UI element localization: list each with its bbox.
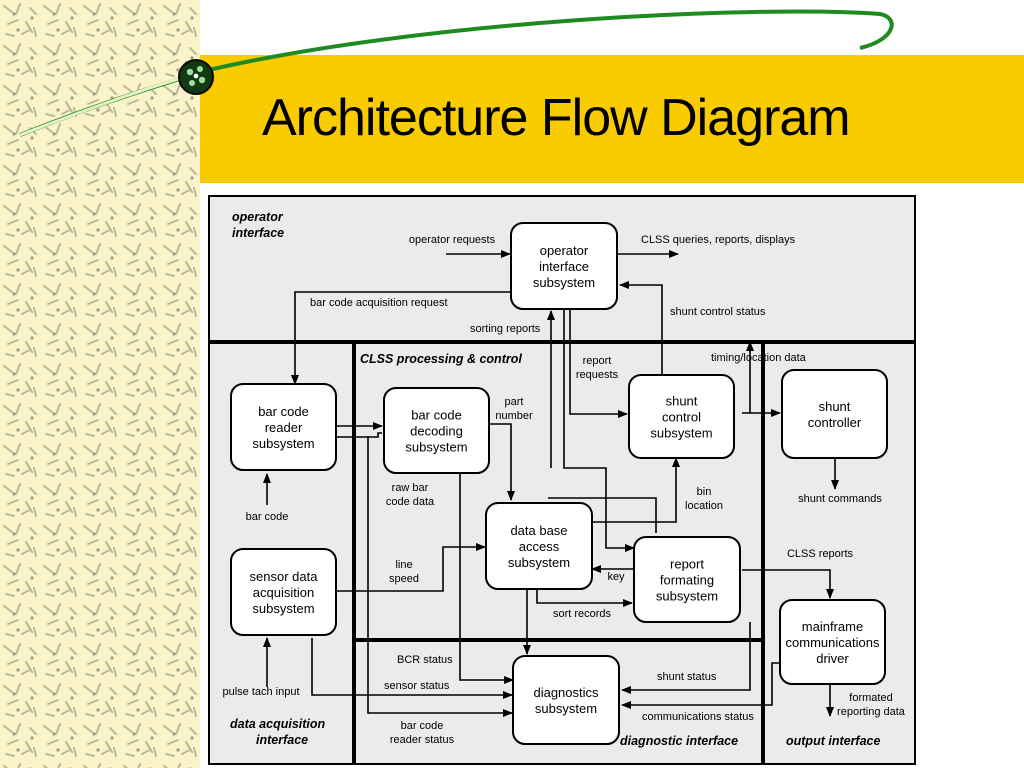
box-label: shunt xyxy=(819,399,851,414)
flow-label-bin-location-2: location xyxy=(685,500,723,512)
flow-label-operator-requests: operator requests xyxy=(409,234,496,246)
flow-label-key: key xyxy=(607,571,625,583)
flow-label-pulse-tach: pulse tach input xyxy=(222,686,299,698)
box-label: access xyxy=(519,539,560,554)
box-label: communications xyxy=(786,635,880,650)
box-label: controller xyxy=(808,415,862,430)
region-label-data-acq-line1: data acquisition xyxy=(230,717,326,731)
flow-label-report-requests-2: requests xyxy=(576,369,619,381)
flow-label-shunt-status: shunt status xyxy=(657,671,717,683)
slide-title: Architecture Flow Diagram xyxy=(262,89,851,147)
flow-label-shunt-control-status: shunt control status xyxy=(670,306,766,318)
box-label: subsystem xyxy=(535,701,597,716)
flow-label-line-speed-2: speed xyxy=(389,573,419,585)
globe-icon xyxy=(178,59,214,95)
flow-label-formated-2: reporting data xyxy=(837,706,906,718)
flow-label-bar-code-acquisition-request: bar code acquisition request xyxy=(310,297,448,309)
box-label: sensor data xyxy=(250,569,319,584)
flow-label-bcr-status-2b: reader status xyxy=(390,734,455,746)
flow-label-communications-status: communications status xyxy=(642,711,754,723)
flow-label-bar-code: bar code xyxy=(246,511,289,523)
box-label: subsystem xyxy=(405,440,467,455)
box-label: reader xyxy=(265,420,303,435)
flow-label-timing-location: timing/location data xyxy=(711,352,807,364)
title-band xyxy=(200,55,1024,183)
region-label-processing: CLSS processing & control xyxy=(360,352,522,366)
flow-label-part-number-1: part xyxy=(505,396,524,408)
flow-label-clss-reports: CLSS reports xyxy=(787,548,854,560)
box-label: formating xyxy=(660,573,714,588)
box-label: mainframe xyxy=(802,619,863,634)
box-label: bar code xyxy=(258,404,309,419)
flow-label-part-number-2: number xyxy=(495,410,533,422)
box-label: subsystem xyxy=(656,589,718,604)
flow-label-clss-queries: CLSS queries, reports, displays xyxy=(641,234,796,246)
box-label: decoding xyxy=(410,424,463,439)
flow-label-shunt-commands: shunt commands xyxy=(798,493,882,505)
box-label: interface xyxy=(539,259,589,274)
flow-label-raw-bar-1: raw bar xyxy=(392,482,429,494)
connectors xyxy=(263,250,839,717)
box-label: subsystem xyxy=(533,275,595,290)
flow-label-sorting-reports: sorting reports xyxy=(470,323,541,335)
flow-label-sensor-status: sensor status xyxy=(384,680,450,692)
box-label: subsystem xyxy=(252,601,314,616)
region-label-output: output interface xyxy=(786,734,880,748)
flow-label-raw-bar-2: code data xyxy=(386,496,435,508)
flow-label-line-speed-1: line xyxy=(395,559,412,571)
box-label: data base xyxy=(510,523,567,538)
flow-label-formated-1: formated xyxy=(849,692,892,704)
box-label: driver xyxy=(816,651,849,666)
box-label: subsystem xyxy=(252,436,314,451)
flow-label-report-requests-1: report xyxy=(583,355,612,367)
box-label: bar code xyxy=(411,408,462,423)
box-label: control xyxy=(662,410,701,425)
region-label-diagnostic: diagnostic interface xyxy=(620,734,738,748)
box-label: acquisition xyxy=(253,585,314,600)
region-label-operator-line2: interface xyxy=(232,226,284,240)
box-label: report xyxy=(670,557,704,572)
region-label-data-acq-line2: interface xyxy=(256,733,308,747)
box-label: shunt xyxy=(666,394,698,409)
box-label: diagnostics xyxy=(533,685,599,700)
swoosh-decoration xyxy=(19,9,894,137)
flow-label-bin-location-1: bin xyxy=(697,486,712,498)
flow-label-bcr-status-2a: bar code xyxy=(401,720,444,732)
flow-label-sort-records: sort records xyxy=(553,608,612,620)
box-label: operator xyxy=(540,243,589,258)
box-label: subsystem xyxy=(508,555,570,570)
box-label: subsystem xyxy=(650,426,712,441)
region-label-operator-line1: operator xyxy=(232,210,284,224)
flow-label-bcr-status: BCR status xyxy=(397,654,453,666)
